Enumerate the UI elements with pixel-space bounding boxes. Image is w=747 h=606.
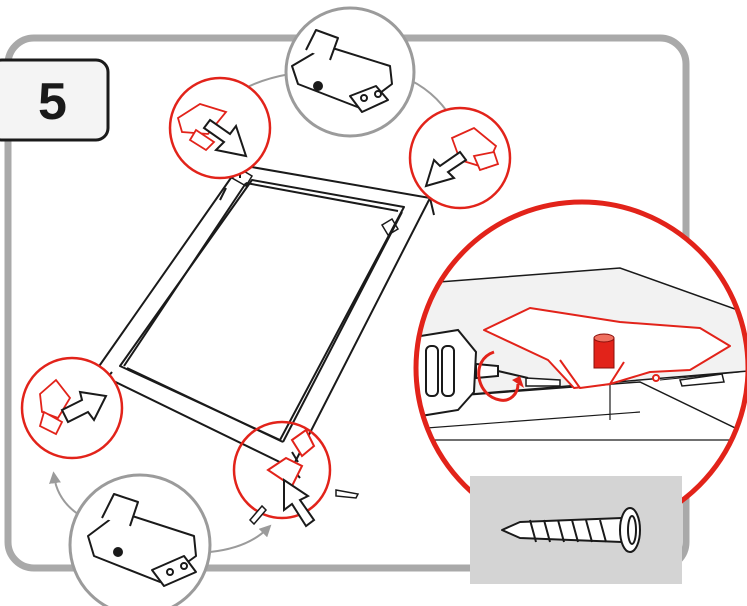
bracket-bottom-corner-red [266,428,316,488]
bracket-icon [38,378,72,436]
screw-icon [248,489,360,526]
step-number-badge: 5 [0,58,110,142]
callout-circle-red-top-left [168,76,272,180]
bracket-icon [291,29,393,113]
rotation-arrow-icon [477,350,520,402]
bracket-icon [87,493,197,587]
screw-icon [525,373,725,387]
push-arrow-icon [60,390,108,424]
self-tapping-screw-icon [501,507,641,553]
push-arrow-icon [424,150,468,188]
callout-circle-red-left [20,356,124,460]
detail-circle-large [413,199,747,537]
callout-circle-red-top-right [408,106,512,210]
callout-circle-bottom [68,473,212,606]
power-drill-icon [416,328,529,422]
spacer-cylinder-red [593,333,615,369]
step-number: 5 [38,73,67,131]
callout-circle-top [284,6,416,138]
arrow-bottom-right [209,524,272,553]
screw-closeup-panel [470,476,682,584]
push-arrow-icon [283,478,316,528]
callout-circle-red-bottom [232,420,360,528]
push-arrow-icon [202,118,248,158]
